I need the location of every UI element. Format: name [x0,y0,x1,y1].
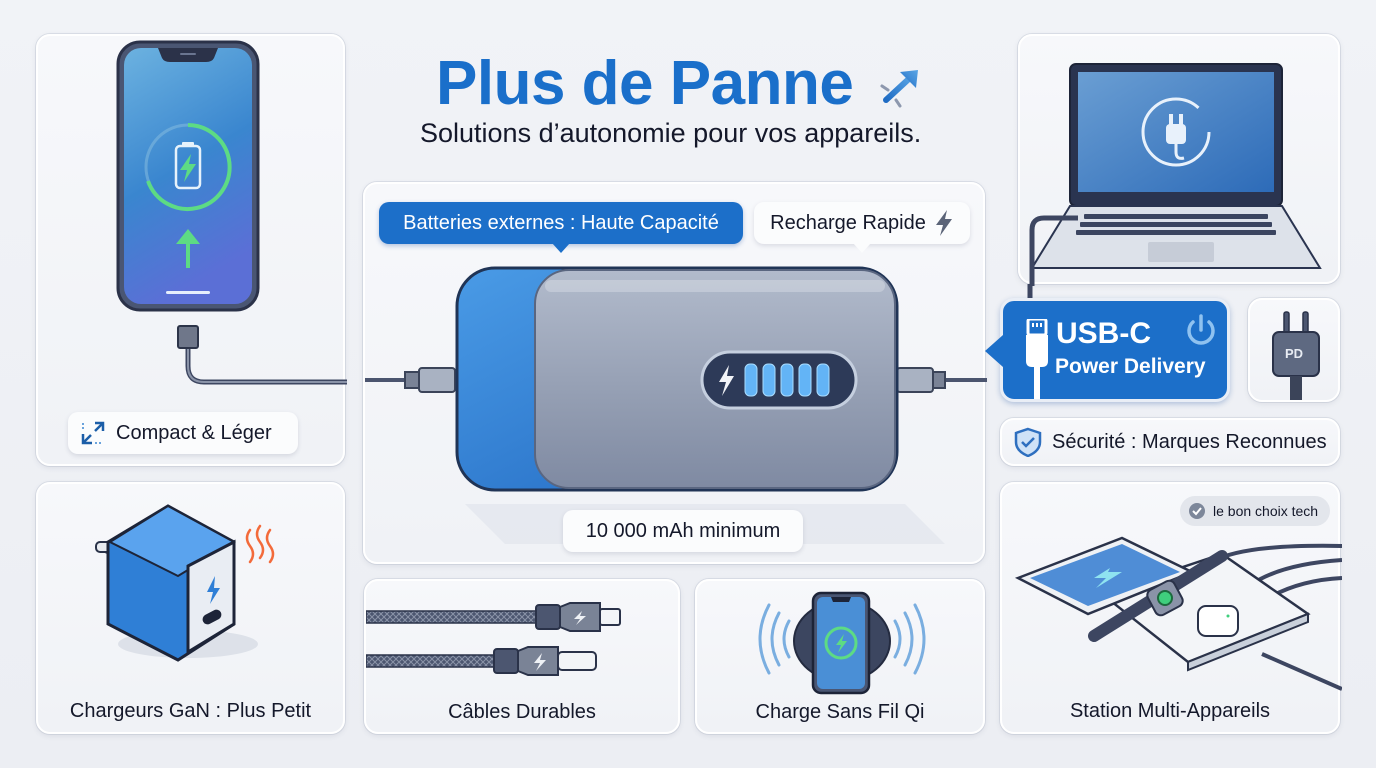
charging-station-icon [1014,536,1342,691]
page-title-text: Plus de Panne [436,49,854,118]
usb-c-title: USB-C [1056,317,1151,350]
cables-card: Câbles Durables [364,579,680,734]
high-capacity-text: Batteries externes : Haute Capacité [403,211,719,234]
check-circle-icon [1189,503,1205,519]
phone-card: Compact & Léger [36,34,347,466]
usb-c-pd-badge: USB-C Power Delivery [985,298,1230,402]
gan-charger-card: Chargeurs GaN : Plus Petit [36,482,345,734]
page-title: Plus de Panne [436,48,924,119]
pd-label: PD [1284,346,1304,361]
high-capacity-tag: Batteries externes : Haute Capacité [379,202,743,253]
plug-icon [1272,311,1320,400]
usb-c-connector-icon [1026,319,1048,399]
trend-arrow-icon [880,69,919,108]
braided-cables-icon [366,602,621,676]
fast-charge-tag: Recharge Rapide [754,202,970,253]
smartphone-charging-icon [116,40,347,385]
multi-device-station-label: Station Multi-Appareils [1069,700,1271,722]
security-text: Sécurité : Marques Reconnues [1052,430,1327,453]
laptop-charging-icon [1029,63,1322,286]
good-choice-text: le bon choix tech [1213,503,1319,519]
cables-label: Câbles Durables [448,701,596,723]
power-delivery-text: Power Delivery [1055,355,1206,378]
lightning-icon [935,210,952,236]
wireless-charging-icon [758,591,926,695]
shield-check-icon [1014,427,1042,457]
compress-arrows-icon [81,421,105,445]
powerbank-icon [365,266,987,544]
good-choice-badge: le bon choix tech [1180,496,1330,526]
security-badge: Sécurité : Marques Reconnues [1000,418,1340,466]
capacity-label: 10 000 mAh minimum [563,510,803,552]
capacity-text: 10 000 mAh minimum [585,519,781,542]
pd-plug-card: PD [1248,298,1340,402]
compact-light-text: Compact & Léger [116,421,272,444]
qi-wireless-label: Charge Sans Fil Qi [755,701,925,723]
page-subtitle: Solutions d’autonomie pour vos appareils… [420,118,922,148]
compact-light-label: Compact & Léger [68,412,298,454]
laptop-card [1018,34,1340,286]
fast-charge-text: Recharge Rapide [770,211,926,234]
gan-charger-label: Chargeurs GaN : Plus Petit [69,700,312,722]
multi-device-station-card: le bon choix tech Station Multi-Appareil… [1000,482,1342,734]
gan-charger-icon [95,504,275,662]
power-icon [1187,314,1215,345]
qi-wireless-card: Charge Sans Fil Qi [695,579,985,734]
powerbank-card: Batteries externes : Haute Capacité Rech… [363,182,987,564]
